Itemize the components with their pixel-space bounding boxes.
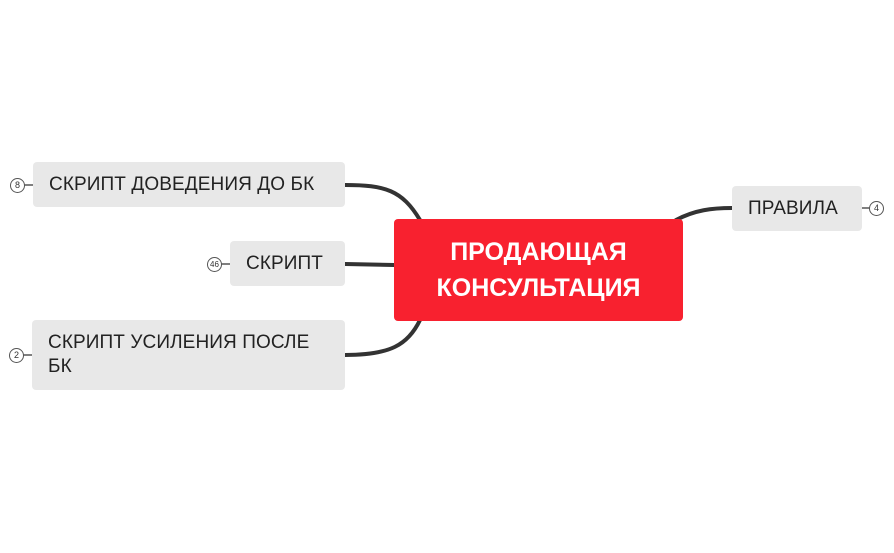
collapse-badge-script[interactable]: 46 (207, 257, 222, 272)
collapse-badge-rules[interactable]: 4 (869, 201, 884, 216)
topic-script-after-bk[interactable]: СКРИПТ УСИЛЕНИЯ ПОСЛЕ БК (32, 320, 345, 390)
central-topic-line2: КОНСУЛЬТАЦИЯ (436, 274, 641, 302)
topic-script-bk[interactable]: СКРИПТ ДОВЕДЕНИЯ ДО БК (33, 162, 345, 207)
topic-script-label: СКРИПТ (246, 252, 323, 274)
topic-script[interactable]: СКРИПТ (230, 241, 345, 286)
topic-script-after-bk-line1: СКРИПТ УСИЛЕНИЯ ПОСЛЕ (48, 332, 310, 353)
topic-script-bk-label: СКРИПТ ДОВЕДЕНИЯ ДО БК (49, 173, 315, 195)
central-topic[interactable]: ПРОДАЮЩАЯ КОНСУЛЬТАЦИЯ (394, 219, 683, 321)
central-topic-line1: ПРОДАЮЩАЯ (450, 238, 627, 266)
topic-rules[interactable]: ПРАВИЛА (732, 186, 862, 231)
connector-script (343, 262, 396, 267)
connector-rules (674, 206, 734, 222)
connector-script-bk (343, 183, 422, 222)
topic-script-after-bk-line2: БК (48, 356, 72, 377)
connector-script-after-bk (343, 318, 422, 357)
topic-rules-label: ПРАВИЛА (748, 197, 838, 219)
collapse-badge-script-after-bk[interactable]: 2 (9, 348, 24, 363)
collapse-badge-script-bk[interactable]: 8 (10, 178, 25, 193)
